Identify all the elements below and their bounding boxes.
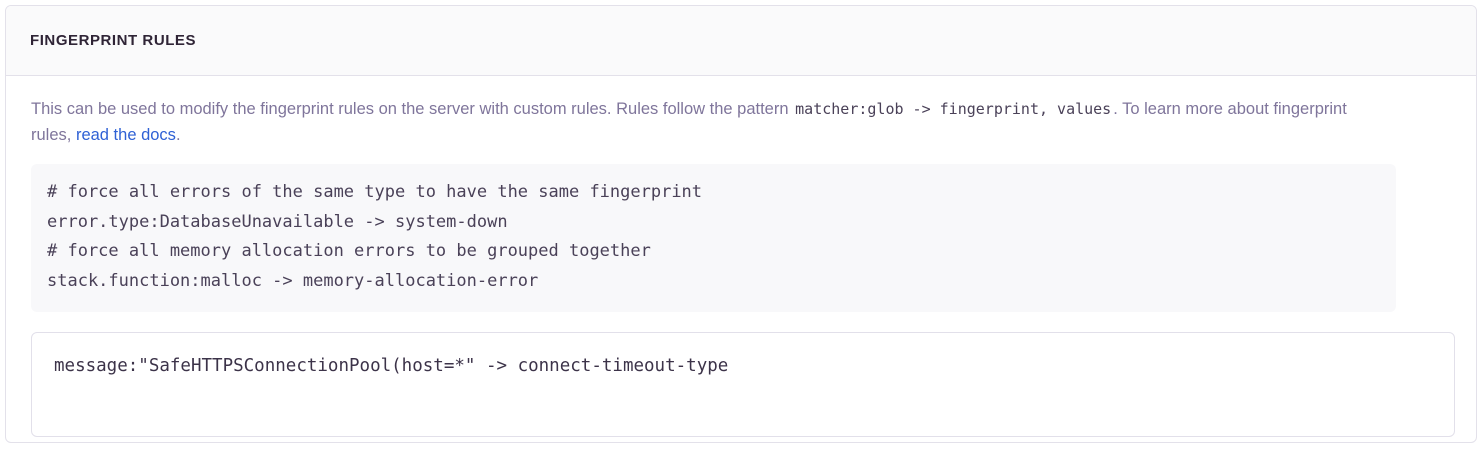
example-code-text: # force all errors of the same type to h… — [47, 182, 703, 291]
fingerprint-rules-panel: FINGERPRINT RULES This can be used to mo… — [5, 5, 1477, 443]
read-the-docs-link[interactable]: read the docs — [75, 126, 176, 144]
description-text-before: This can be used to modify the fingerpri… — [31, 100, 789, 118]
panel-body: This can be used to modify the fingerpri… — [6, 76, 1476, 437]
panel-header: FINGERPRINT RULES — [6, 6, 1476, 76]
description-paragraph: This can be used to modify the fingerpri… — [31, 96, 1381, 148]
page-title: FINGERPRINT RULES — [30, 32, 197, 49]
description-text-after: . To learn more about fingerprint rules, — [31, 100, 1347, 144]
description-trailing-period: . — [175, 126, 181, 144]
fingerprint-rules-input[interactable] — [31, 332, 1455, 437]
inline-code-pattern: matcher:glob -> fingerprint, values — [795, 100, 1112, 118]
example-code-block: # force all errors of the same type to h… — [31, 164, 1396, 312]
